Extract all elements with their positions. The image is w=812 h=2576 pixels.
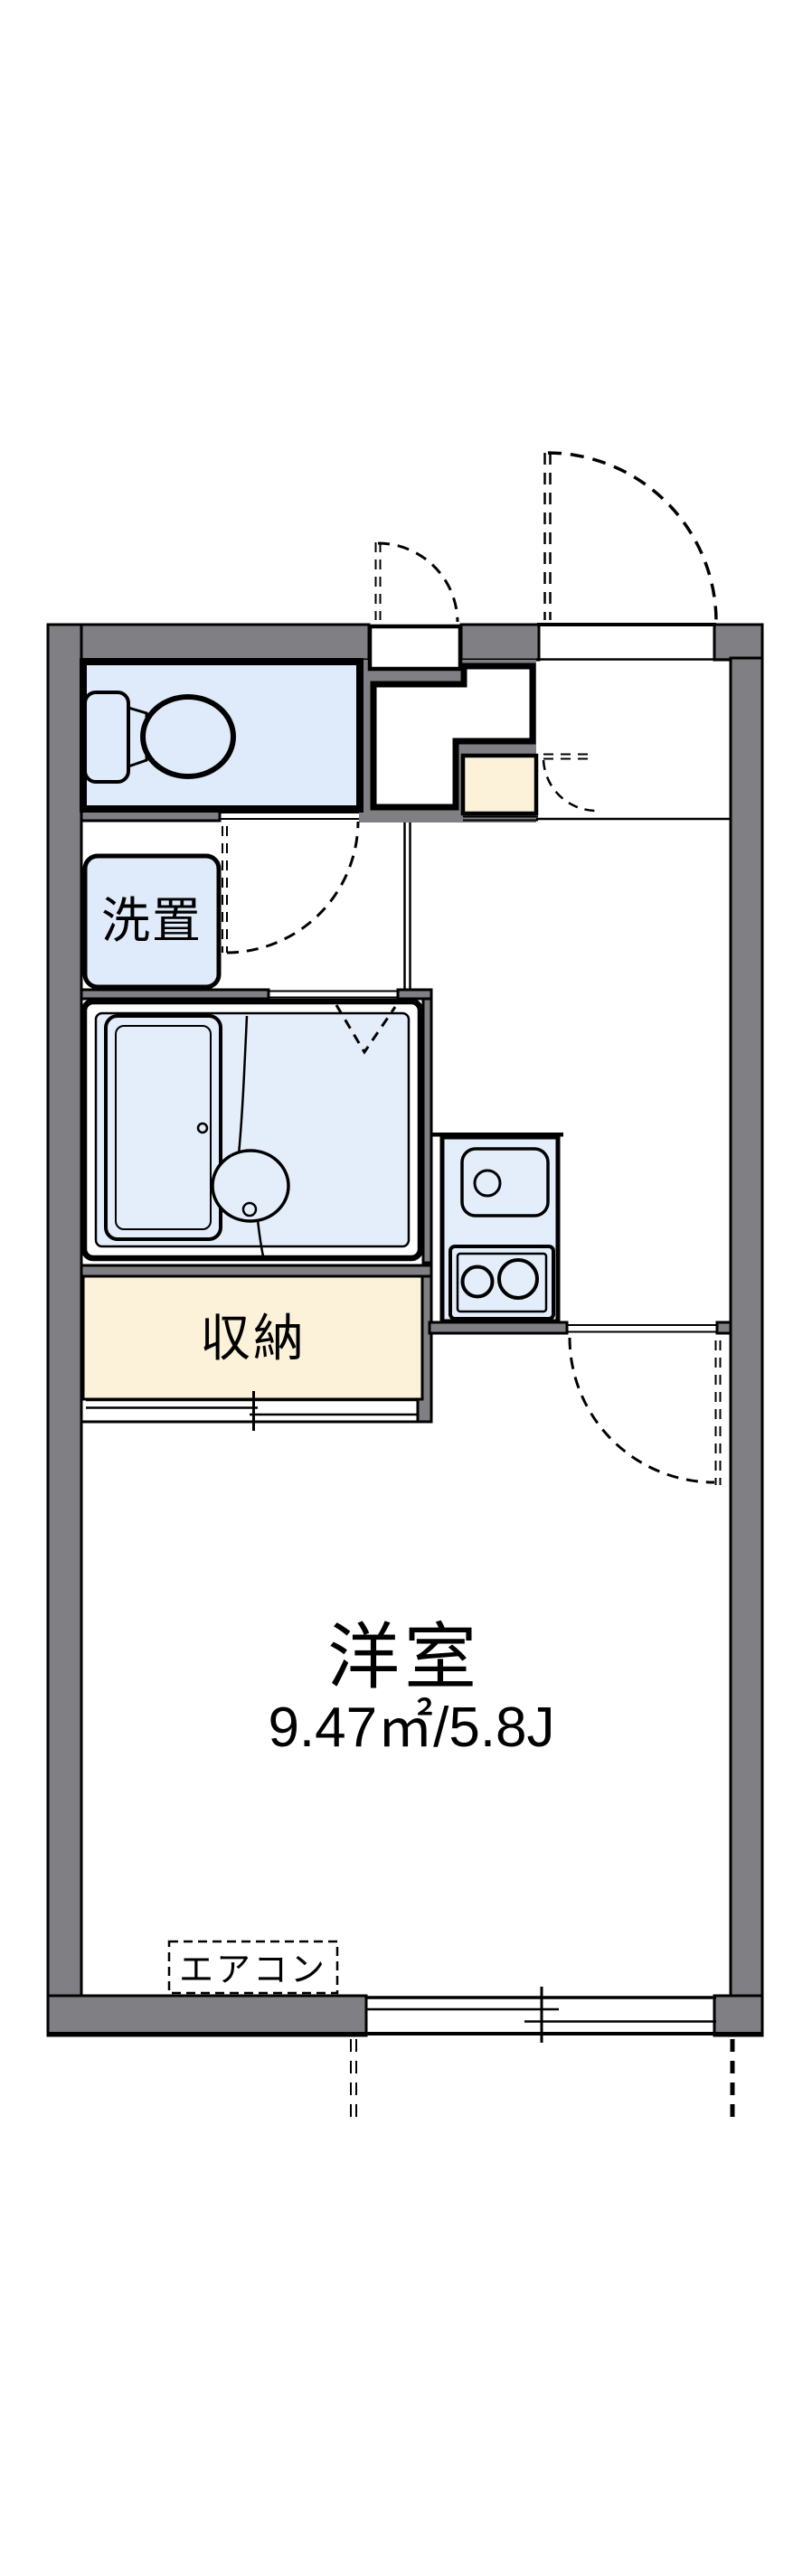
stove-burner-right <box>497 1258 539 1300</box>
washer-space: 洗置 <box>82 853 222 990</box>
kitchen-door-arc <box>568 1337 715 1484</box>
wall-bottom-right-corner <box>713 1994 764 2037</box>
wall-kitchen-bottom <box>428 1321 569 1335</box>
toilet-door-swing <box>222 821 360 954</box>
wall-bath-right-strip <box>421 997 433 1264</box>
bathtub <box>104 1014 222 1241</box>
bathtub-knob <box>196 1122 209 1134</box>
wall-bath-top-left <box>80 988 270 1001</box>
balcony-window <box>366 1987 716 2043</box>
service-door <box>367 541 463 672</box>
bath-basin <box>211 1149 290 1223</box>
toilet-room <box>80 658 364 954</box>
living-room-label: 洋室 <box>327 1617 481 1697</box>
shoe-cabinet-door-arc <box>542 759 597 813</box>
living-room-area-label: 9.47㎡/5.8J <box>268 1697 554 1759</box>
bath-divider-line <box>237 1015 249 1155</box>
bathroom <box>80 990 424 1262</box>
closet-area <box>81 1274 424 1401</box>
counter-back-edge <box>432 1133 563 1137</box>
toilet-door-arc <box>226 821 360 954</box>
entrance-door <box>543 451 718 622</box>
closet: 収納 <box>81 1274 424 1431</box>
stove-burner-left <box>460 1264 495 1299</box>
wall-bottom-left <box>46 1994 368 2037</box>
stove-icon <box>448 1245 555 1321</box>
kitchen-door-swing <box>568 1337 722 1485</box>
service-door-arc <box>377 541 459 623</box>
wall-left <box>46 623 83 2037</box>
kitchen-sink-drain <box>473 1169 502 1198</box>
aircon-box: エアコン <box>167 1940 339 1995</box>
wall-top-mid <box>459 623 541 662</box>
genkan <box>370 658 731 822</box>
shoe-cabinet-door-swing <box>542 753 597 813</box>
bath-drain-line <box>256 1219 265 1257</box>
entrance-door-arc <box>547 451 718 622</box>
wall-top-left <box>46 623 371 662</box>
bath-folding-door <box>335 1004 397 1055</box>
bath-basin-drain <box>241 1201 258 1217</box>
shoe-cabinet <box>460 753 539 816</box>
wall-top-right-corner <box>713 623 764 662</box>
wall-closet-top <box>80 1264 433 1278</box>
kitchen-sink <box>460 1147 550 1217</box>
closet-sliding-door <box>81 1391 422 1431</box>
genkan-floor <box>370 663 536 811</box>
bathtub-inner <box>115 1025 212 1230</box>
aircon-outline <box>167 1940 339 1995</box>
toilet-icon <box>83 691 236 784</box>
wall-right <box>729 656 764 2037</box>
stove-inner-frame <box>456 1252 548 1313</box>
walls <box>46 623 764 2037</box>
toilet-bowl <box>140 694 236 779</box>
closet-label: 収納 <box>200 1310 307 1367</box>
wall-bath-top-right <box>396 988 433 1001</box>
aircon-label: エアコン <box>179 1951 327 1989</box>
kitchen <box>432 1133 722 1485</box>
wall-kitchen-bottom-stub <box>715 1321 732 1335</box>
service-door-leaf-closed <box>367 624 463 672</box>
washer-label: 洗置 <box>101 894 203 948</box>
living-room: 洋室 9.47㎡/5.8J エアコン <box>167 1617 555 1995</box>
washer-pad <box>82 853 222 990</box>
toilet-tank <box>83 691 130 784</box>
balcony-boundary <box>350 2039 735 2126</box>
